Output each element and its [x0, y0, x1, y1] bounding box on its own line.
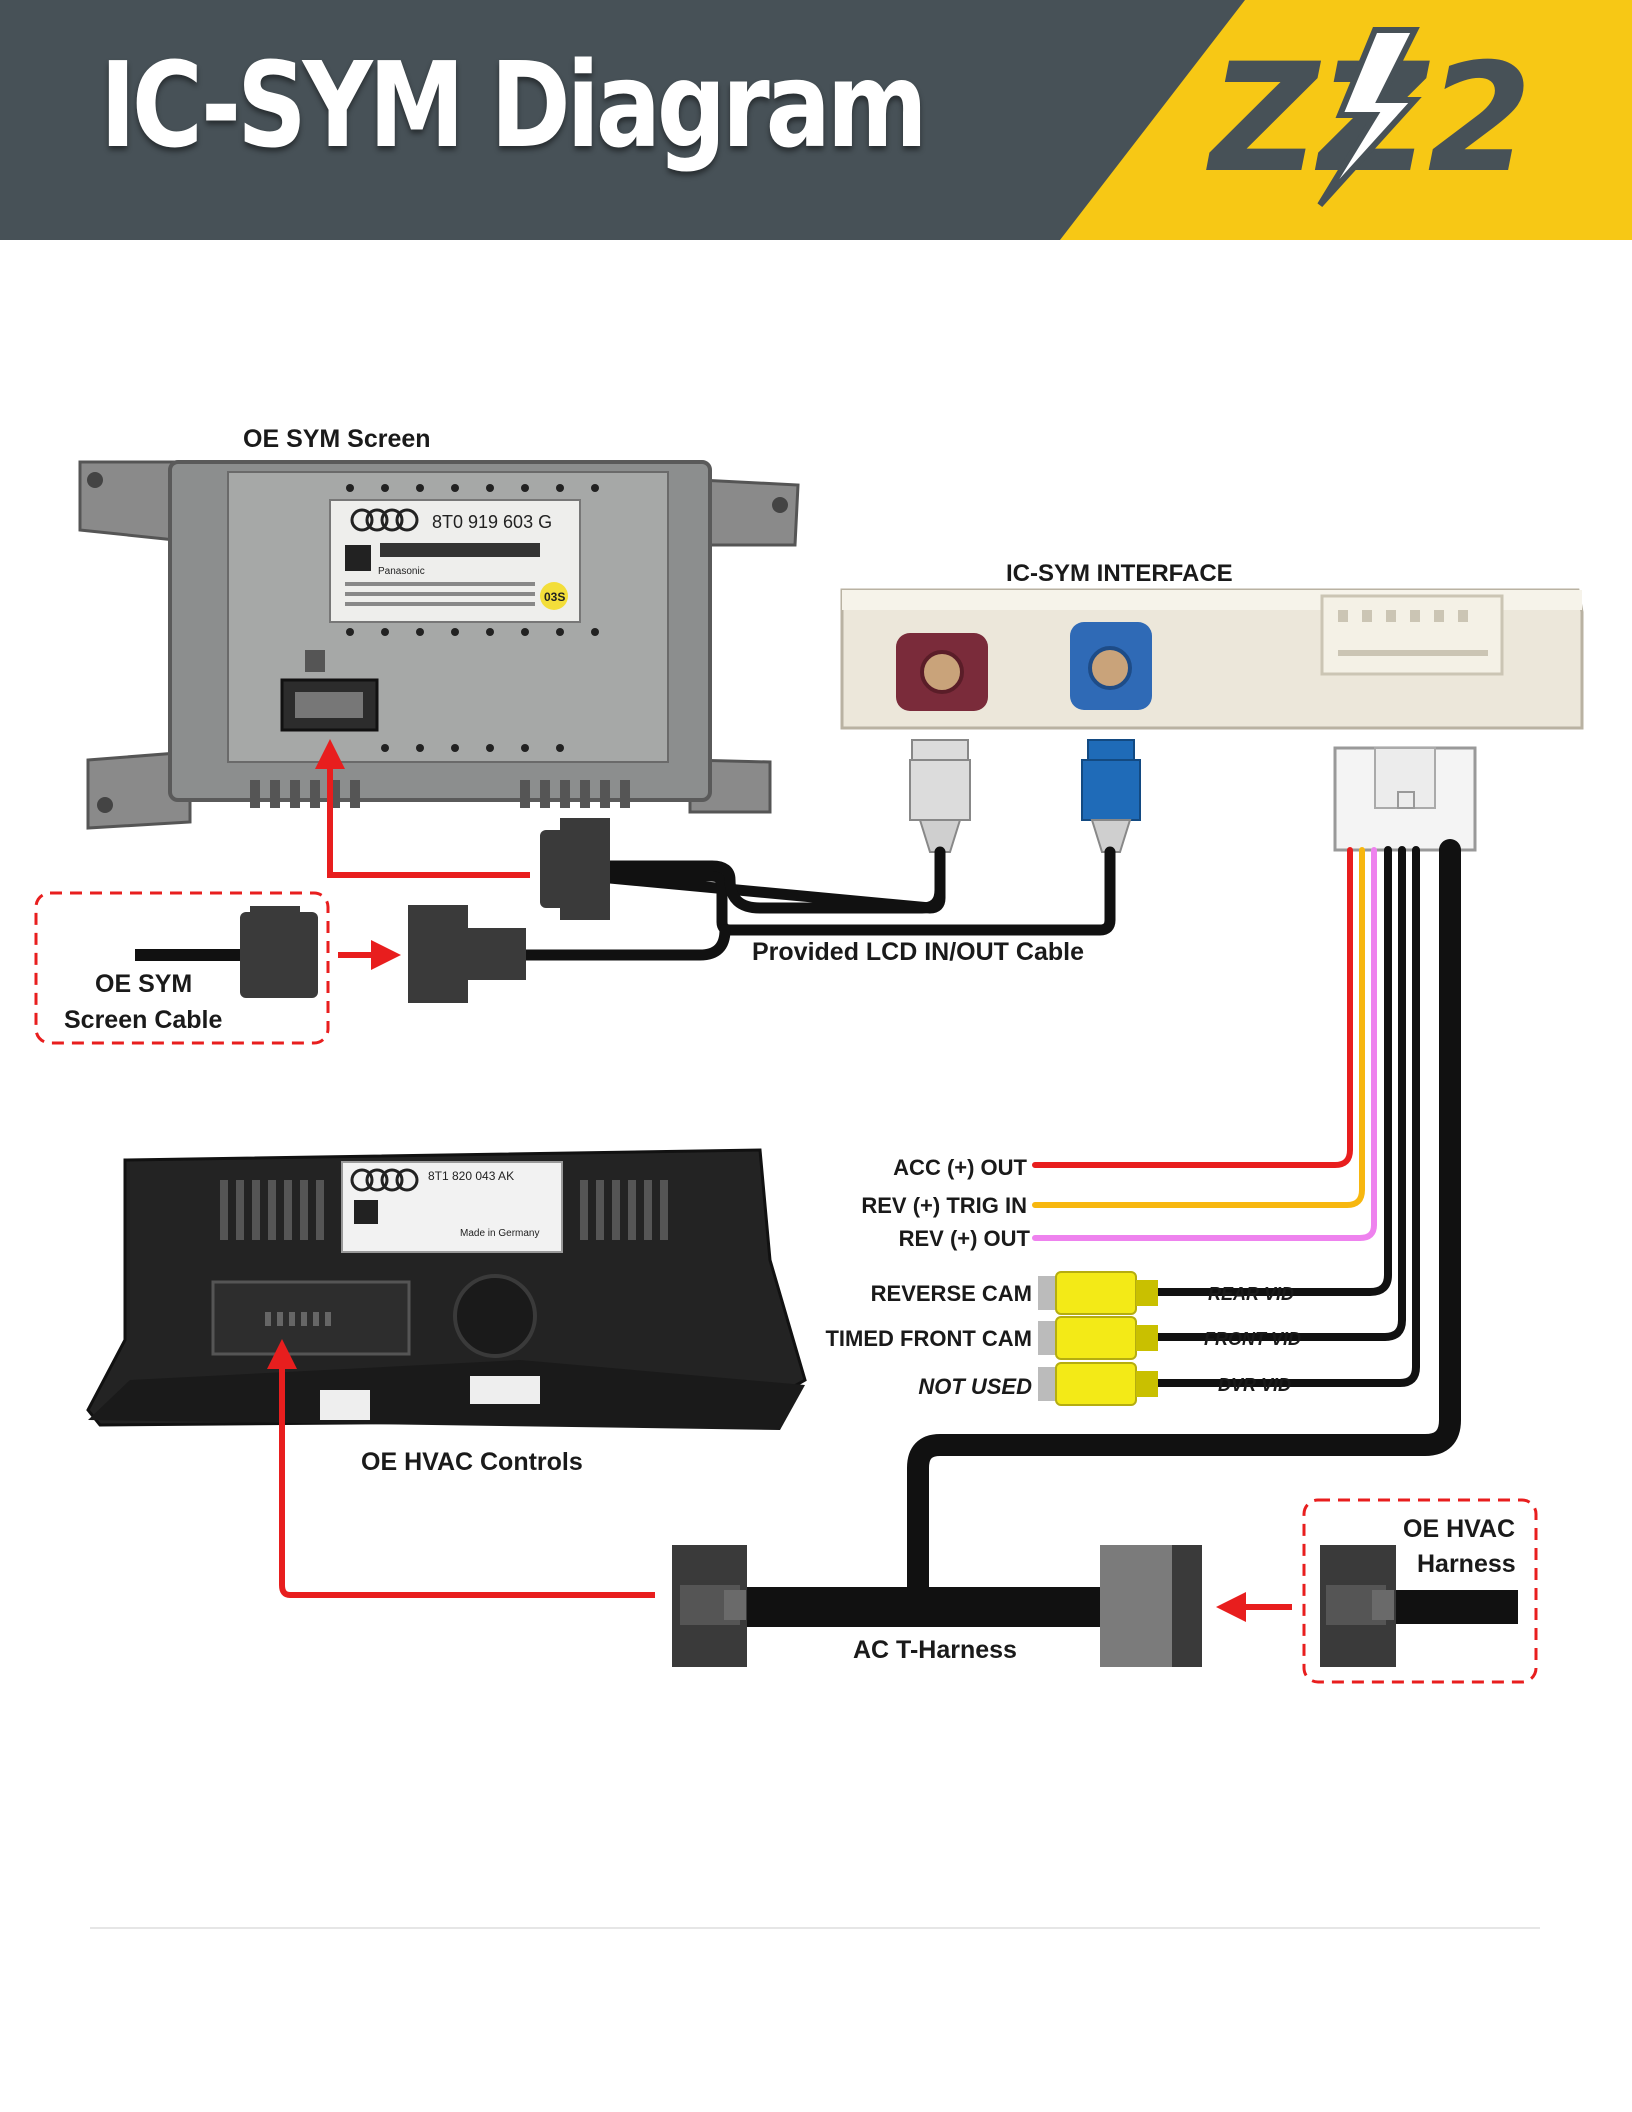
- provided-cable-label: Provided LCD IN/OUT Cable: [752, 938, 1084, 966]
- screw-hole: [97, 797, 113, 813]
- interface-label: IC-SYM INTERFACE: [1006, 560, 1233, 587]
- zz2-logo: ZZ2: [1206, 27, 1532, 208]
- hvac-sticker: [470, 1376, 540, 1404]
- rca-label-not-used: NOT USED: [918, 1374, 1032, 1399]
- video-label-rear: REAR VID: [1208, 1284, 1294, 1304]
- lcd-cable-connector-lower: [408, 905, 526, 1003]
- audi-rings-icon: [350, 1168, 419, 1192]
- fakra-plug-blue: [1081, 739, 1141, 853]
- lightning-bolt-icon: [1317, 27, 1422, 208]
- rca-connector: [1038, 1316, 1158, 1360]
- t-harness-label: AC T-Harness: [853, 1636, 1017, 1664]
- oe-hvac-harness-label-1: OE HVAC: [1403, 1515, 1515, 1543]
- rear-vid-wire: [1151, 846, 1392, 1296]
- rev-out-wire: [1032, 847, 1377, 1241]
- rca-connector: [1038, 1271, 1158, 1315]
- lcd-cable-connector-upper: [540, 818, 610, 920]
- hvac-motor: [453, 1274, 537, 1358]
- dvr-vid-wire: [1151, 846, 1420, 1387]
- hvac-connector-port: [211, 1280, 411, 1356]
- sticker-dot-text: 03S: [544, 590, 565, 604]
- mount-tab: [698, 478, 800, 547]
- hvac-front-lip: [88, 1360, 805, 1430]
- screw-hole: [87, 472, 103, 488]
- hvac-origin: Made in Germany: [460, 1228, 539, 1239]
- oe-hvac-controls: 8T1 820 043 AK Made in Germany: [86, 1148, 807, 1430]
- oe-screen-cable-box: [34, 891, 330, 1045]
- hvac-connector-pins: [265, 1312, 331, 1326]
- small-port: [305, 650, 325, 672]
- lcd-port-pins: [295, 692, 363, 718]
- audi-rings-icon: [350, 508, 419, 532]
- rca-label-reverse: REVERSE CAM: [871, 1281, 1032, 1306]
- front-vid-wire: [1151, 846, 1406, 1341]
- hvac-part-label: [341, 1161, 563, 1253]
- rca-connector: [1038, 1362, 1158, 1406]
- ic-sym-interface: IC-SYM INTERFACE: [840, 560, 1584, 730]
- fakra-port-left-pin: [920, 650, 964, 694]
- oe-hvac-harness-label-2: Harness: [1417, 1550, 1516, 1578]
- video-label-front: FRONT VID: [1204, 1329, 1301, 1349]
- rca-label-front: TIMED FRONT CAM: [825, 1326, 1032, 1351]
- qr-code-icon: [345, 545, 371, 571]
- t-harness-left-connector: [672, 1545, 747, 1667]
- oe-screen-cable-label-2: Screen Cable: [64, 1006, 223, 1034]
- interface-harness-wires: [907, 839, 1461, 1611]
- cooling-fins: [250, 780, 630, 808]
- wire-label-rev-trig: REV (+) TRIG IN: [861, 1193, 1027, 1218]
- fine-print: [345, 582, 535, 586]
- acc-wire: [1032, 847, 1353, 1168]
- hvac-power-wire: [907, 839, 1461, 1611]
- wire-label-acc: ACC (+) OUT: [893, 1155, 1027, 1180]
- video-label-dvr: DVR VID: [1218, 1375, 1291, 1395]
- oe-screen-cable-connector: [240, 906, 318, 998]
- harness-port-pins: [1338, 610, 1488, 656]
- screen-part-number: 8T0 919 603 G: [432, 512, 552, 532]
- fakra-plug-white: [909, 739, 971, 853]
- harness-port: [1320, 594, 1504, 676]
- sticker-dot: [540, 582, 568, 610]
- screen-connect-arrow: [315, 739, 530, 878]
- oe-sym-screen-label: OE SYM Screen: [243, 425, 431, 453]
- hvac-vents: [220, 1180, 668, 1240]
- footer-divider: [90, 1927, 1540, 1929]
- vent-dots: [346, 484, 599, 752]
- screw-hole: [772, 497, 788, 513]
- hvac-connect-arrow: [267, 1339, 655, 1598]
- header-yellow-band: [1060, 0, 1632, 240]
- interface-harness-plug: [1333, 746, 1477, 852]
- screen-brand: Panasonic: [378, 566, 425, 577]
- hvac-controls-label: OE HVAC Controls: [361, 1448, 583, 1476]
- oe-screen-cable-label-1: OE SYM: [95, 970, 192, 998]
- barcode-icon: [380, 543, 540, 557]
- provided-cable-wires-2: [605, 852, 946, 914]
- oe-hvac-harness-box: [1302, 1498, 1538, 1684]
- oe-sym-screen: OE SYM Screen 8T0 919 603 G: [78, 425, 800, 830]
- page-title: IC-SYM Diagram: [100, 36, 928, 174]
- hvac-part-number: 8T1 820 043 AK: [428, 1169, 514, 1183]
- wiring-diagram: OE SYM Screen 8T0 919 603 G: [34, 425, 1584, 1684]
- hvac-sticker: [320, 1390, 370, 1420]
- fakra-port-right-pin: [1088, 646, 1132, 690]
- rev-trig-wire: [1032, 847, 1365, 1208]
- fine-print: [345, 592, 535, 596]
- header-banner: IC-SYM Diagram ZZ2: [0, 0, 1632, 240]
- t-harness-right-connector: [1100, 1545, 1202, 1667]
- qr-code-icon: [354, 1200, 378, 1224]
- mount-tab: [86, 750, 192, 830]
- wire-label-rev-out: REV (+) OUT: [899, 1226, 1031, 1251]
- oe-hvac-harness-connector: [1320, 1545, 1396, 1667]
- fine-print: [345, 602, 535, 606]
